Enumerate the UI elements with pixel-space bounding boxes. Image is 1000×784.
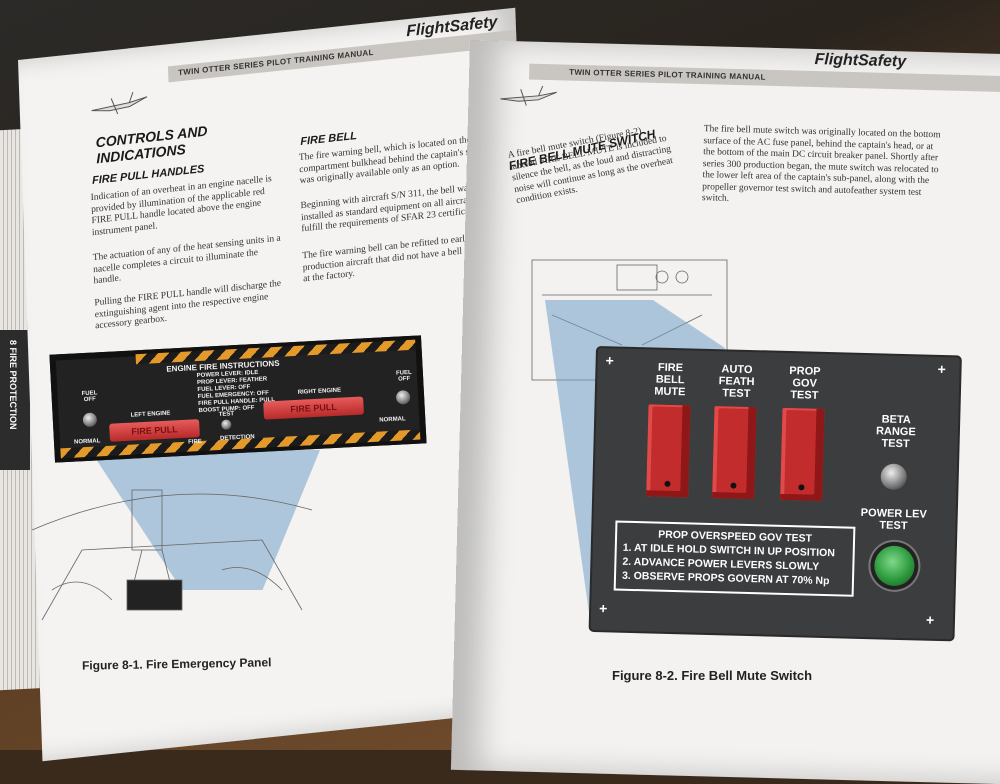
fuel-off-right-label: FUEL OFF [395, 369, 412, 383]
cockpit-sketch-left [31, 489, 313, 621]
auto-feath-test-label: AUTO FEATH TEST [709, 363, 765, 400]
normal-left-label: NORMAL [73, 438, 101, 446]
prop-gov-test-switch[interactable] [780, 407, 825, 501]
label-line: TEST [790, 389, 819, 402]
left-page: TWIN OTTER SERIES PILOT TRAINING MANUAL … [18, 7, 540, 762]
right-brand-logo: FlightSafety [814, 51, 907, 71]
label-line: TEST [881, 437, 910, 451]
section-tab[interactable]: 8 FIRE PROTECTION [0, 330, 30, 470]
fire-pull-p2: The actuation of any of the heat sensing… [92, 233, 281, 287]
fire-label: FIRE [188, 438, 203, 446]
screw-icon: + [605, 352, 615, 369]
normal-right-label: NORMAL [379, 416, 406, 424]
label-line: TEST [879, 519, 908, 533]
plane-icon [91, 92, 148, 115]
fire-detection-test-switch[interactable] [221, 419, 232, 430]
mute-switch-text-1: A fire bell mute switch (Figure 8-2) lab… [507, 126, 674, 207]
right-page: TWIN OTTER SERIES PILOT TRAINING MANUAL … [450, 40, 1000, 784]
left-engine-label: LEFT ENGINE [130, 410, 171, 419]
fire-bell-mute-panel: + + + + FIRE BELL MUTE AUTO FEATH TEST P… [590, 348, 960, 640]
power-lev-test-label: POWER LEV TEST [848, 507, 939, 533]
prop-gov-test-label: PROP GOV TEST [777, 365, 833, 402]
screw-icon: + [937, 360, 946, 378]
fuel-switch-right[interactable] [395, 389, 411, 405]
fire-pull-handle-right[interactable]: FIRE PULL [263, 396, 364, 420]
prop-overspeed-placard: PROP OVERSPEED GOV TEST 1. AT IDLE HOLD … [613, 520, 856, 597]
figure-8-2-caption: Figure 8-2. Fire Bell Mute Switch [612, 668, 813, 683]
screw-icon: + [598, 600, 608, 617]
power-lev-test-button[interactable] [873, 545, 915, 587]
plane-icon-right [500, 85, 557, 106]
fuel-off-left-label: FUEL OFF [81, 390, 98, 404]
left-header: TWIN OTTER SERIES PILOT TRAINING MANUAL [167, 29, 517, 83]
test-label: TEST [218, 411, 235, 419]
heading-fire-bell: FIRE BELL [300, 129, 358, 148]
beta-range-test-switch[interactable] [880, 463, 908, 491]
fire-bell-mute-switch[interactable] [646, 404, 691, 498]
section-tab-label: 8 FIRE PROTECTION [8, 340, 18, 430]
auto-feath-test-switch[interactable] [712, 406, 757, 500]
label-line: TEST [722, 387, 751, 401]
label-line: MUTE [654, 385, 686, 399]
mute-switch-text-2: The fire bell mute switch was originally… [701, 124, 941, 204]
fire-bell-mute-label: FIRE BELL MUTE [645, 361, 696, 399]
screw-icon: + [925, 611, 935, 628]
beta-range-test-label: BETA RANGE TEST [855, 413, 936, 451]
engine-fire-panel: ENGINE FIRE INSTRUCTIONS POWER LEVER: ID… [49, 335, 427, 463]
right-header: TWIN OTTER SERIES PILOT TRAINING MANUAL [528, 63, 1000, 94]
fire-pull-p3: Pulling the FIRE PULL handle will discha… [94, 278, 282, 332]
right-engine-label: RIGHT ENGINE [297, 387, 342, 396]
fuel-switch-left[interactable] [82, 412, 98, 428]
fire-pull-handle-left[interactable]: FIRE PULL [109, 419, 200, 442]
